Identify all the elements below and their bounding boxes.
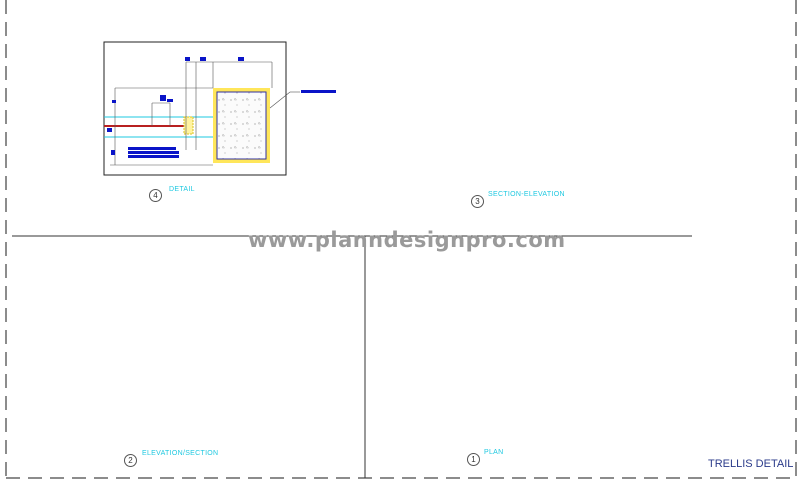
view-title-plan: PLAN — [484, 449, 504, 456]
view-number-1: 1 — [467, 453, 480, 466]
view-detail — [103, 41, 336, 176]
view-title-elevation-section: ELEVATION/SECTION — [142, 450, 219, 457]
view-number-3: 3 — [471, 195, 484, 208]
view-separators — [12, 235, 692, 478]
sheet-title: TRELLIS DETAIL — [708, 458, 794, 470]
sheet-border — [5, 0, 797, 479]
view-title-section-elevation: SECTION-ELEVATION — [488, 191, 565, 198]
view-number-4: 4 — [149, 189, 162, 202]
view-title-detail: DETAIL — [169, 186, 195, 193]
view-number-2: 2 — [124, 454, 137, 467]
watermark: www.planndesignpro.com — [248, 228, 566, 252]
